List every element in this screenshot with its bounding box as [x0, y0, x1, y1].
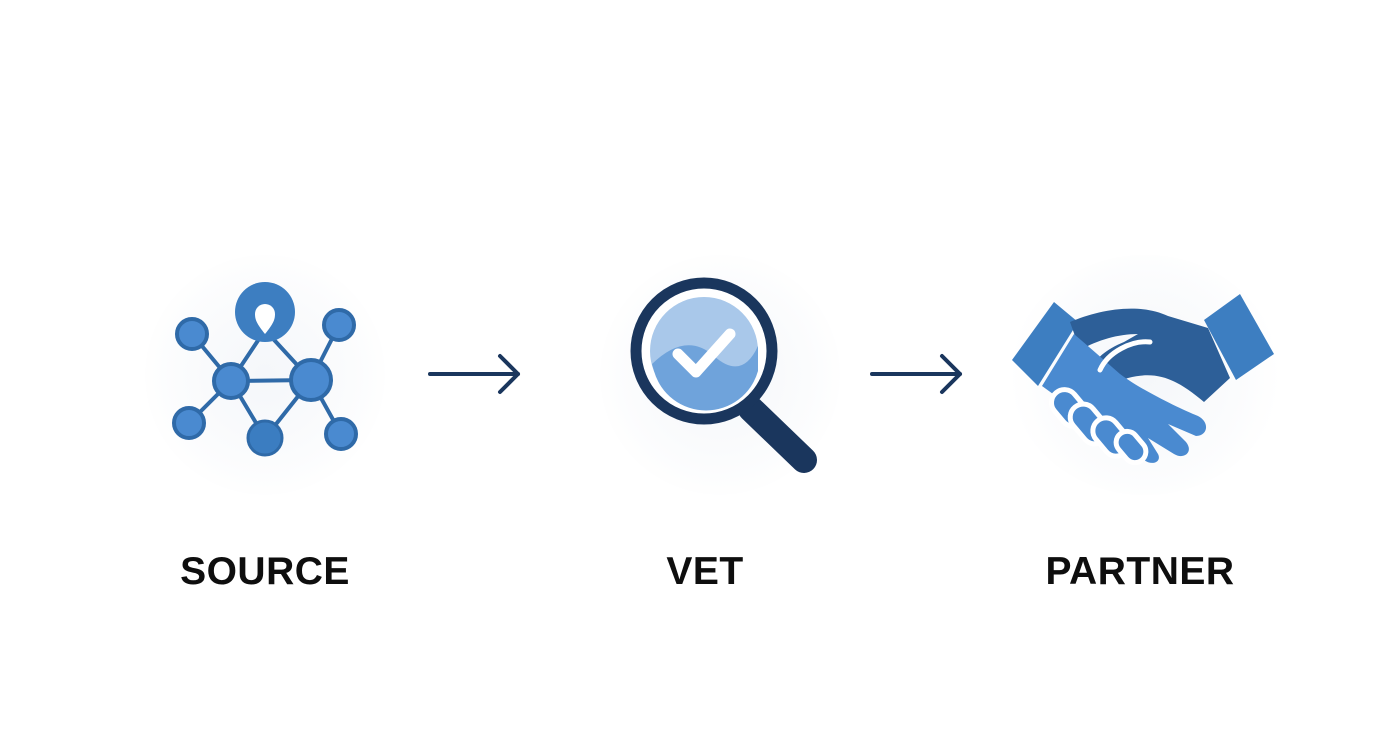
arrow-right-icon: [870, 354, 962, 394]
magnifier-check-icon: [630, 277, 817, 473]
step-label-partner: PARTNER: [1045, 550, 1235, 593]
handshake-icon: [1012, 294, 1274, 465]
network-nodes-icon: [172, 282, 358, 457]
step-label-source: SOURCE: [180, 550, 350, 593]
arrow-right-icon: [428, 354, 520, 394]
step-label-vet: VET: [666, 550, 744, 593]
